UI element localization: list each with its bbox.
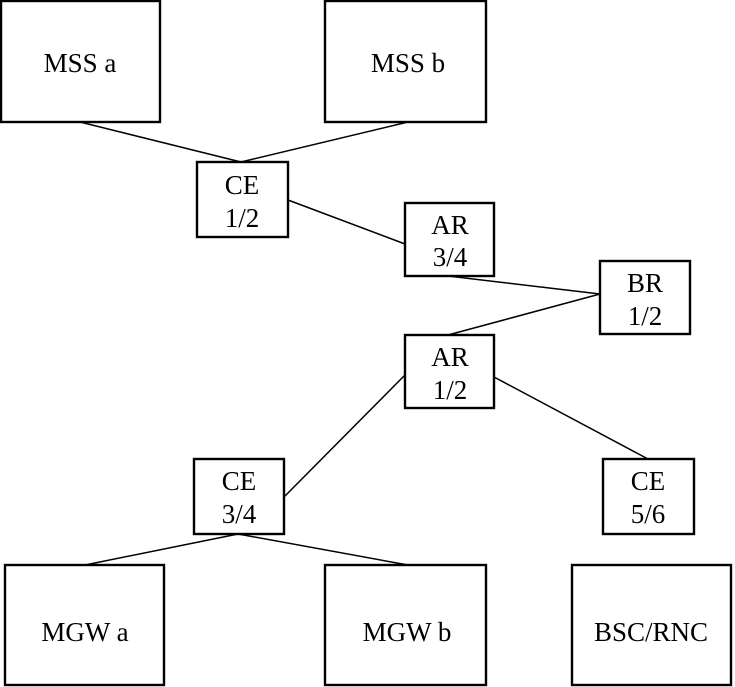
node-ce-3-4-line2: 3/4 [222,499,257,529]
node-br-1-2-line2: 1/2 [628,301,663,331]
node-mss-a: MSS a [0,0,162,124]
node-ar-3-4: AR 3/4 [403,201,496,278]
node-ce-1-2-line2: 1/2 [225,203,260,233]
node-ce-1-2-line1: CE [225,170,260,200]
link-ce-3-4-mgw-b [237,533,409,566]
node-mss-a-label: MSS a [44,48,117,78]
node-ce-3-4-line1: CE [222,466,257,496]
node-mgw-a-box [3,563,166,687]
link-ar-3-4-br-1-2 [447,275,601,295]
node-bsc-rnc-box [570,563,733,687]
link-ar-1-2-ce-5-6 [493,376,649,460]
node-ar-1-2-line1: AR [431,342,469,372]
link-ce-1-2-ar-3-4 [287,199,406,245]
node-ce-1-2-box [195,160,290,239]
node-bsc-rnc: BSC/RNC [570,563,733,687]
node-ar-3-4-line1: AR [431,210,469,240]
node-ce-5-6-box [601,457,696,536]
node-ce-5-6: CE 5/6 [601,457,696,536]
node-mss-b-box [323,0,488,124]
node-mss-b-label: MSS b [371,48,445,78]
node-mss-b: MSS b [323,0,488,124]
node-ce-5-6-line2: 5/6 [631,499,666,529]
node-br-1-2: BR 1/2 [598,259,692,336]
node-ar-3-4-box [403,201,496,278]
node-ce-5-6-line1: CE [631,466,666,496]
link-br-1-2-ar-1-2 [447,293,601,336]
node-ar-1-2-line2: 1/2 [433,375,468,405]
node-ar-1-2: AR 1/2 [403,333,496,410]
link-ce-3-4-mgw-a [84,533,239,566]
node-mgw-b-box [323,563,488,687]
connections [79,121,649,566]
node-bsc-rnc-label: BSC/RNC [594,617,708,647]
node-br-1-2-box [598,259,692,336]
node-ce-1-2: CE 1/2 [195,160,290,239]
link-mss-a-ce-1-2 [79,121,242,163]
link-mss-b-ce-1-2 [240,121,409,163]
link-ar-1-2-ce-3-4 [283,374,406,498]
node-br-1-2-line1: BR [627,268,663,298]
node-ar-3-4-line2: 3/4 [433,242,468,272]
node-ce-3-4-box [192,457,286,536]
node-mgw-a-label: MGW a [41,617,128,647]
node-mgw-b: MGW b [323,563,488,687]
node-mgw-a: MGW a [3,563,166,687]
node-mss-a-box [0,0,162,124]
node-ar-1-2-box [403,333,496,410]
node-ce-3-4: CE 3/4 [192,457,286,536]
node-mgw-b-label: MGW b [363,617,452,647]
